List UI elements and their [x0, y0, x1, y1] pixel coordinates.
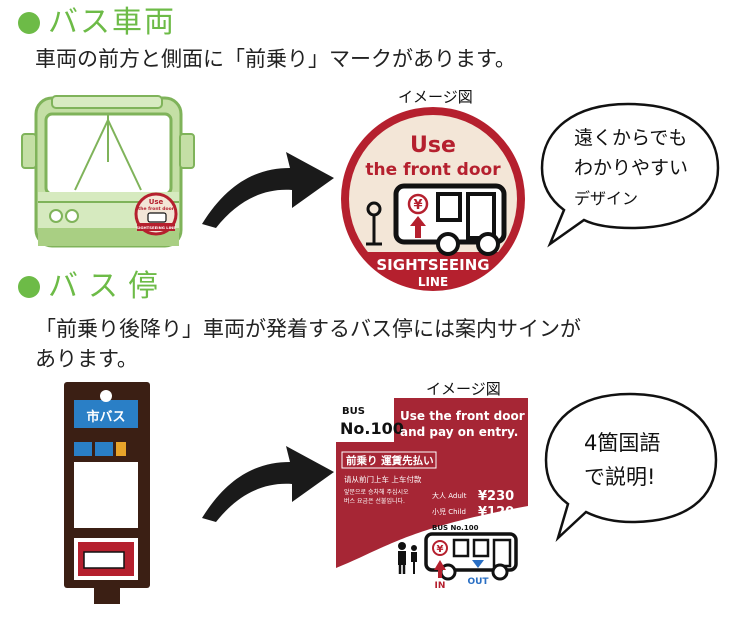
bus-image-caption: イメージ図	[398, 88, 473, 106]
sign-small-bus-no: BUS No.100	[432, 524, 479, 532]
mini-mark-line1: Use	[149, 198, 164, 206]
mini-mark-line2: the front door	[138, 206, 175, 212]
sign-adult-price: ¥230	[478, 489, 514, 504]
sign-japanese: 前乗り 運賃先払い	[346, 454, 434, 467]
sign-in-label: IN	[435, 581, 446, 591]
sign-english-line1: Use the front door	[400, 409, 525, 423]
front-door-mark: Use the front door ¥ SIGHTSEEING LINE	[341, 107, 525, 291]
guide-sign: BUS No.100 Use the front door and pay on…	[336, 398, 528, 591]
stop-section-heading: バス停	[18, 272, 168, 302]
bus-section-title: バス車両	[48, 5, 176, 40]
sign-adult-label: 大人 Adult	[432, 491, 467, 500]
sign-english-line2: and pay on entry.	[400, 425, 518, 439]
sign-bus-number: No.100	[340, 419, 404, 438]
sign-chinese: 请从前门上车 上车付款	[344, 474, 422, 484]
bubble2-line2: で説明!	[584, 465, 655, 489]
stop-sign-label: 市バス	[86, 409, 125, 425]
speech-bubble-design: 遠くからでも わかりやすい デザイン	[540, 102, 720, 248]
mark-band-line1: SIGHTSEEING	[376, 256, 489, 274]
arrow-up-icon	[410, 216, 426, 238]
bus-section-description: 車両の前方と側面に「前乗り」マークがあります。	[35, 47, 516, 71]
mini-mark-band: SIGHTSEEING LINE	[136, 225, 176, 230]
bubble1-line2: わかりやすい	[574, 157, 688, 179]
yen-icon	[432, 540, 448, 556]
stop-sign-panel	[74, 400, 138, 428]
bubble1-line1: 遠くからでも	[574, 127, 687, 149]
arrow-right-icon	[202, 446, 334, 522]
mark-line2: the front door	[365, 160, 501, 180]
stop-section-title: バス停	[48, 269, 168, 304]
mark-line1: Use	[410, 133, 456, 158]
stop-image-caption: イメージ図	[426, 380, 501, 398]
bubble2-line1: 4箇国語	[584, 431, 660, 455]
svg-text:¥: ¥	[413, 198, 422, 213]
sign-korean-line2: 버스 요금은 선불입니다.	[344, 497, 405, 505]
stop-section-description-line1: 「前乗り後降り」車両が発着するバス停には案内サインが	[35, 317, 581, 341]
sign-out-label: OUT	[467, 577, 489, 587]
bus-stop-pole-illustration: 市バス	[64, 382, 150, 604]
in-arrow-icon	[434, 560, 446, 578]
stop-section-description-line2: あります。	[35, 347, 138, 371]
arrow-right-icon	[202, 152, 334, 228]
sign-bus-word: BUS	[342, 406, 365, 417]
bus-section-heading: バス車両	[18, 8, 176, 38]
sign-child-label: 小児 Child	[432, 507, 466, 516]
svg-text:¥: ¥	[437, 544, 444, 555]
mini-front-door-mark: Use the front door SIGHTSEEING LINE	[134, 192, 178, 236]
green-dot-icon	[18, 12, 40, 34]
green-dot-icon	[18, 276, 40, 298]
out-arrow-icon	[472, 560, 484, 568]
sign-korean-line1: 앞문으로 승차해 주십시오	[344, 488, 409, 496]
speech-bubble-languages: 4箇国語 で説明!	[544, 392, 718, 543]
mark-band-line2: LINE	[418, 275, 448, 289]
bubble1-line3: デザイン	[574, 189, 638, 208]
yen-icon	[407, 193, 429, 215]
